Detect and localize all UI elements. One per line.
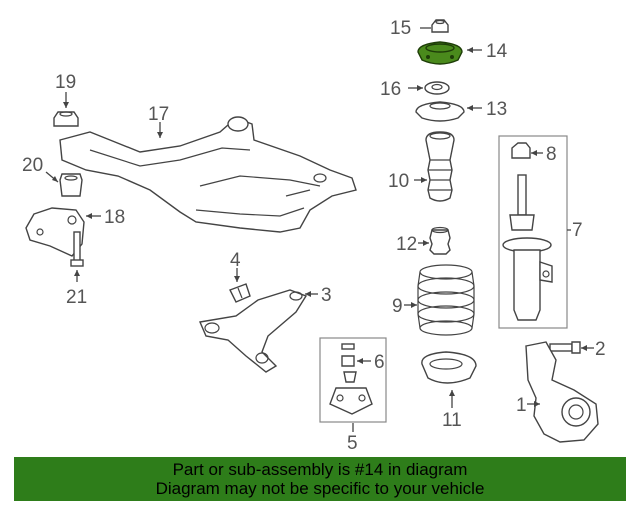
part-2-bolt[interactable] — [549, 341, 581, 354]
callout-5: 5 — [347, 433, 358, 454]
callout-13: 13 — [486, 99, 507, 120]
part-1-steering-knuckle[interactable] — [525, 341, 599, 443]
part-16-bearing[interactable] — [424, 81, 450, 95]
part-17-crossmember[interactable] — [59, 116, 357, 233]
callout-7: 7 — [572, 220, 583, 241]
callout-11: 11 — [442, 410, 462, 431]
callout-2: 2 — [595, 339, 606, 360]
part-9-coil-spring[interactable] — [417, 264, 475, 336]
strut-assembly-box — [498, 135, 568, 329]
part-7-strut[interactable] — [502, 174, 553, 321]
part-20-insulator[interactable] — [59, 173, 83, 197]
part-21-bolt[interactable] — [70, 231, 84, 267]
callout-12: 12 — [396, 234, 417, 255]
callout-9: 9 — [392, 296, 403, 317]
part-12-bump-stop[interactable] — [429, 226, 451, 255]
part-4-bushing[interactable] — [229, 283, 251, 303]
part-15-nut[interactable] — [431, 19, 449, 33]
callout-6: 6 — [374, 352, 385, 373]
part-10-boot[interactable] — [425, 131, 455, 202]
part-info-banner: Part or sub-assembly is #14 in diagram D… — [14, 457, 626, 501]
callout-21: 21 — [66, 287, 87, 308]
callout-3: 3 — [321, 285, 332, 306]
callout-18: 18 — [104, 207, 125, 228]
callout-14: 14 — [486, 41, 508, 62]
part-11-lower-insulator[interactable] — [421, 351, 477, 384]
parts-diagram: 15 14 16 13 10 12 — [22, 18, 606, 454]
callout-17: 17 — [148, 104, 169, 125]
callout-15: 15 — [390, 18, 411, 39]
callout-1: 1 — [516, 395, 527, 416]
part-5-ball-joint[interactable] — [329, 371, 373, 415]
part-8-strut-nut[interactable] — [511, 142, 531, 159]
part-19-mount[interactable] — [53, 111, 79, 127]
part-3-lower-control-arm[interactable] — [199, 289, 308, 373]
banner-line-2: Diagram may not be specific to your vehi… — [155, 479, 485, 498]
callout-4: 4 — [230, 250, 241, 271]
callout-19: 19 — [55, 72, 76, 93]
banner-line-1: Part or sub-assembly is #14 in diagram — [172, 460, 468, 479]
callout-8: 8 — [546, 144, 557, 165]
callout-10: 10 — [388, 171, 409, 192]
part-14-strut-mount[interactable] — [417, 41, 463, 65]
ball-joint-box — [319, 337, 387, 423]
part-13-upper-seat[interactable] — [415, 101, 465, 122]
callout-20: 20 — [22, 155, 43, 176]
part-6-ball-joint-nut[interactable] — [341, 343, 355, 367]
callout-16: 16 — [380, 79, 401, 100]
